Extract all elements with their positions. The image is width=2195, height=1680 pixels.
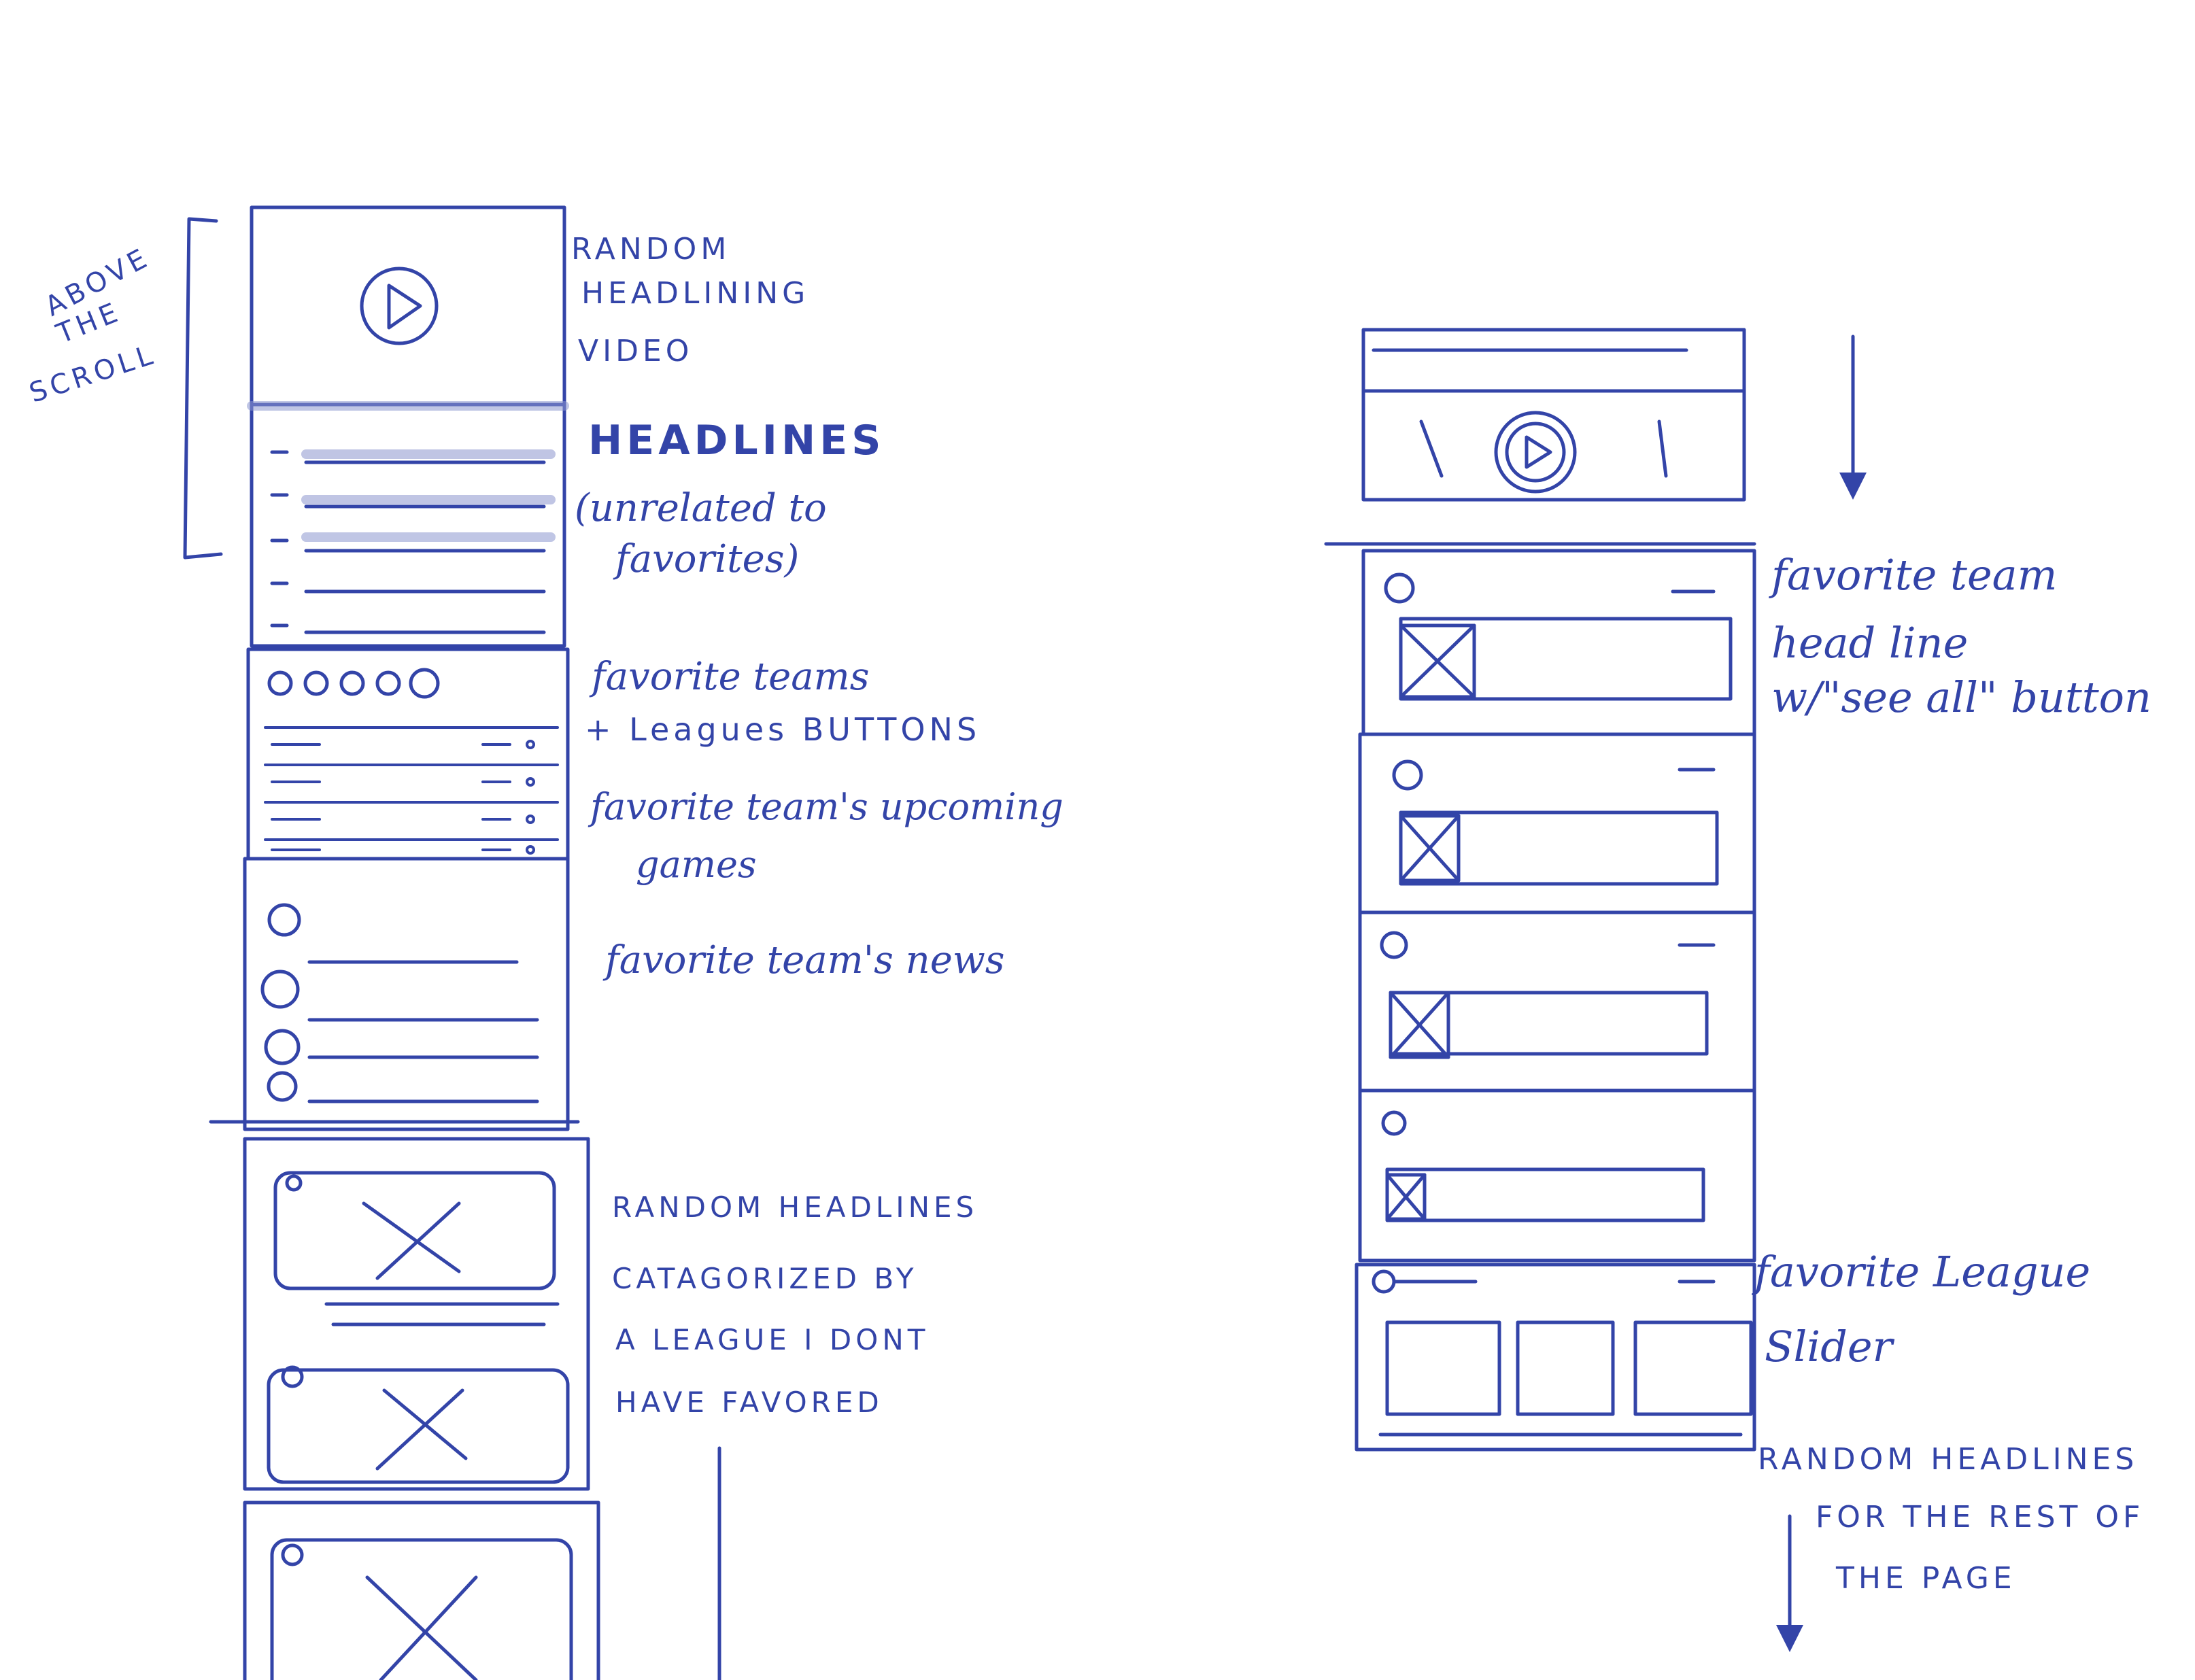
upcoming-games-list: [264, 726, 559, 855]
video-note-3: VIDEO: [578, 334, 694, 368]
team-headline-card: [1358, 1088, 1756, 1263]
play-icon: [1494, 411, 1577, 494]
league-headline-card: [273, 1171, 560, 1326]
league-headlines-block: [243, 1137, 590, 1491]
team-headline-card: [1358, 732, 1756, 914]
league-headlines-note-1: RANDOM HEADLINES: [612, 1190, 979, 1224]
favorite-teams-block: [246, 647, 570, 861]
rest-note-1: RANDOM HEADLINES: [1758, 1442, 2139, 1477]
upcoming-note-1: favorite team's upcoming: [590, 785, 1064, 828]
unrelated-note-2: favorites): [615, 537, 800, 581]
team-headline-note-3: w/"see all" button: [1771, 672, 2151, 722]
league-headlines-note-2: CATAGORIZED BY: [612, 1262, 918, 1295]
play-icon: [360, 267, 439, 345]
image-placeholder-icon: [362, 1201, 461, 1273]
circle-button-icon: [339, 670, 365, 696]
league-headlines-note-4: HAVE FAVORED: [615, 1386, 883, 1419]
upcoming-note-2: games: [636, 843, 757, 886]
headlines-block: [250, 402, 566, 648]
above-scroll-bracket: [183, 217, 223, 560]
team-news-note: favorite team's news: [605, 938, 1005, 982]
team-headline-card: [1361, 549, 1756, 736]
circle-button-icon: [267, 670, 293, 696]
circle-button-icon: [409, 668, 440, 699]
team-headline-note-1: favorite team: [1771, 550, 2058, 600]
league-headlines-block-2: [243, 1501, 600, 1680]
circle-button-icon: [375, 670, 401, 696]
video-block-scrolled: [1361, 328, 1746, 502]
league-slider-item: [1385, 1320, 1501, 1416]
fav-buttons-note-1: favorite teams: [592, 655, 870, 699]
rest-note-2: FOR THE REST OF: [1816, 1500, 2145, 1535]
rest-note-3: THE PAGE: [1836, 1561, 2016, 1596]
headlining-video-block: [250, 205, 566, 407]
league-slider-item: [1633, 1320, 1753, 1416]
image-placeholder-icon: [365, 1575, 478, 1680]
league-headlines-note-3: A LEAGUE I DONT: [615, 1323, 930, 1356]
video-note-2: HEADLINING: [581, 276, 810, 311]
team-headline-card: [1358, 910, 1756, 1093]
league-slider-item: [1516, 1320, 1615, 1416]
league-headline-card: [270, 1538, 573, 1680]
league-slider-block: [1355, 1263, 1756, 1452]
favorite-teams-buttons: [267, 668, 440, 699]
league-slider-note-1: favorite League: [1754, 1247, 2091, 1297]
team-news-list: [260, 903, 539, 1103]
unrelated-note-1: (unrelated to: [575, 486, 827, 530]
headlines-note: HEADLINES: [588, 417, 885, 464]
fav-buttons-note-2: + Leagues BUTTONS: [585, 711, 981, 748]
team-news-block: [243, 857, 570, 1131]
circle-button-icon: [303, 670, 329, 696]
headlines-list: [270, 450, 546, 634]
team-headline-note-2: head line: [1771, 618, 1969, 668]
league-slider-note-2: Slider: [1765, 1322, 1893, 1371]
league-headline-card: [267, 1365, 570, 1484]
video-note-1: RANDOM: [571, 232, 731, 267]
